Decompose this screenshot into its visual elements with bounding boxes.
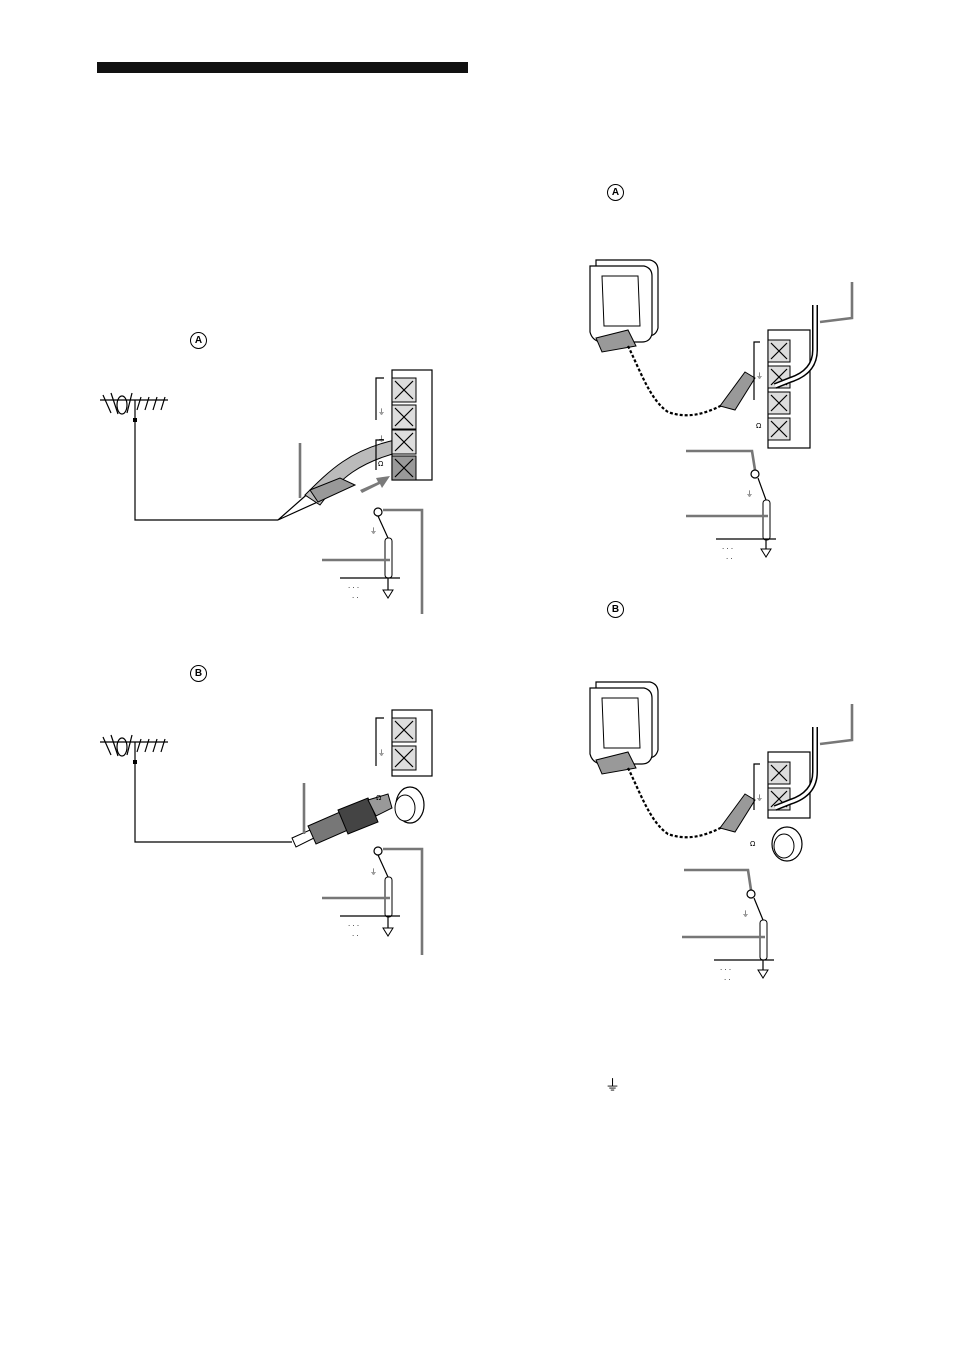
svg-text:· · ·: · · · [348,584,359,592]
svg-text:· · ·: · · · [348,922,359,930]
marker-a-left: A [190,332,207,349]
svg-text:Ω: Ω [378,460,384,468]
svg-text:· · ·: · · · [720,966,731,974]
svg-text:⏚: ⏚ [378,435,385,443]
svg-text:Ω: Ω [756,422,762,430]
svg-text:⏚: ⏚ [756,794,763,802]
svg-text:· ·: · · [352,594,359,602]
svg-text:⏚: ⏚ [756,372,763,380]
marker-a-right: A [607,184,624,201]
ground-rod-a-left-icon: ⏚ · · · · · [322,507,424,614]
svg-text:⏚: ⏚ [378,749,385,757]
terminal-block-b-left: ⏚ [375,709,433,777]
svg-text:· · ·: · · · [722,545,733,553]
ground-rod-b-left-icon: ⏚ · · · · · [322,846,424,955]
svg-text:· ·: · · [726,555,733,563]
ground-rod-b-right-icon: ⏚ · · · · · [682,868,774,984]
ground-symbol-icon: ⏚ [605,1076,621,1094]
svg-text:· ·: · · [724,976,731,984]
ground-rod-a-right-icon: ⏚ · · · · · [686,449,776,563]
marker-b-left: B [190,665,207,682]
am-loop-antenna-a-icon [589,259,756,417]
svg-text:· ·: · · [352,932,359,940]
am-loop-antenna-b-icon [589,681,756,839]
svg-text:⏚: ⏚ [378,408,385,416]
svg-text:⏚: ⏚ [370,868,377,876]
marker-b-right: B [607,601,624,618]
svg-text:⏚: ⏚ [370,527,377,535]
svg-text:⏚: ⏚ [742,910,749,918]
section-rule [97,62,468,73]
svg-text:Ω: Ω [376,794,382,802]
svg-text:Ω: Ω [750,840,756,848]
svg-text:⏚: ⏚ [746,490,753,498]
terminal-block-a-left: ⏚ ⏚ Ω [375,369,433,481]
